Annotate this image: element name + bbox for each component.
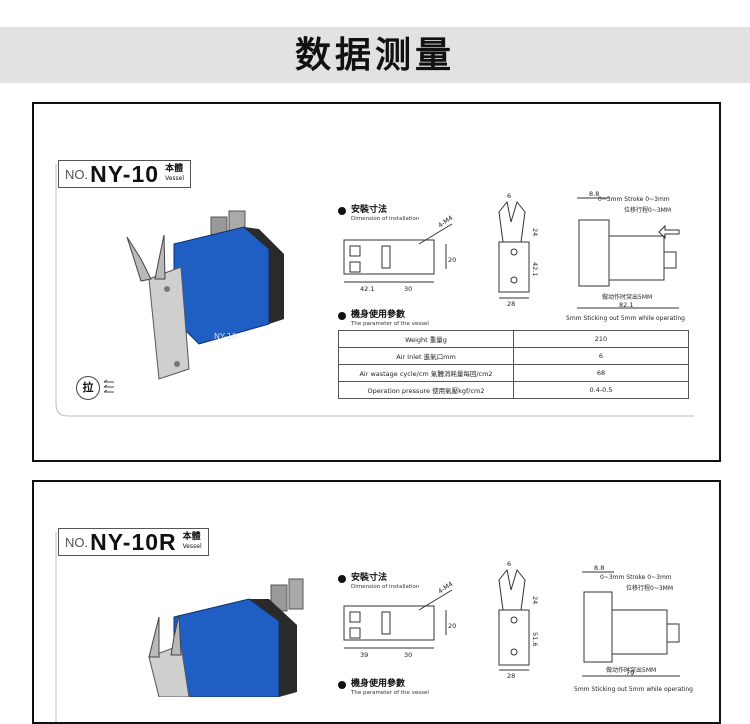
param-section-title: 機身使用參數 The parameter of the vessel [338, 309, 429, 328]
dim-vertical-2: 51.6 [531, 632, 539, 646]
dim-width-1: 39 [360, 651, 368, 659]
dim-width-2: 30 [404, 651, 412, 659]
param-label: Weight 重量g [338, 330, 514, 348]
gripper-product-image [148, 578, 304, 697]
model-sub: 本體 Vessel [165, 165, 184, 183]
table-row: Air Inlet 進氣口mm 6 [338, 347, 689, 365]
decorative-curve [55, 532, 57, 722]
page-title: 数据测量 [294, 34, 455, 76]
dim-vertical-1: 24 [531, 596, 539, 604]
dim-base: 28 [507, 300, 515, 307]
param-title-en: The parameter of the vessel [351, 690, 429, 696]
install-section-title: 安裝寸法 Dimension of installation [338, 572, 419, 591]
dim-height-1: 20 [448, 256, 456, 264]
bullet-icon [338, 681, 346, 689]
spec-card-ny-10: NO. NY-10 本體 Vessel NY-10 拉 安裝寸法 Dimensi… [32, 102, 721, 462]
model-sub: 本體 Vessel [183, 533, 202, 551]
dim-top: 6 [507, 192, 511, 200]
pull-label: 拉 [82, 381, 94, 394]
stick-cn: 做动作时突出5MM [606, 667, 657, 674]
dim-thread: 4-M4 [437, 580, 455, 596]
param-title-en: The parameter of the vessel [351, 321, 429, 327]
dim-top: 6 [507, 560, 511, 568]
front-view-drawing: 6 24 42.1 28 [498, 192, 539, 307]
model-prefix: NO. [65, 166, 89, 182]
model-name: NY-10 [90, 160, 160, 187]
param-label: Operation pressure 使用氣壓kgf/cm2 [338, 381, 514, 399]
param-section-title: 機身使用參數 The parameter of the vessel [338, 678, 429, 697]
stick-en: 5mm Sticking out 5mm while operating [566, 315, 685, 322]
title-banner: 数据测量 [0, 27, 750, 83]
dim-side-bottom: 79 [626, 669, 634, 677]
install-title-cn: 安裝寸法 [351, 573, 388, 583]
model-name: NY-10R [90, 528, 177, 555]
model-label: NO. NY-10R 本體 Vessel [58, 528, 209, 556]
param-title-cn: 機身使用參數 [351, 679, 406, 689]
param-label: Air Inlet 進氣口mm [338, 347, 514, 365]
dim-base: 28 [507, 672, 515, 680]
dim-side-top: 8.8 [589, 190, 599, 198]
install-title-en: Dimension of installation [351, 216, 420, 222]
bullet-icon [338, 312, 346, 320]
side-view-drawing: 8.8 82.1 [577, 190, 680, 309]
decorative-curve [55, 164, 694, 417]
table-row: Weight 重量g 210 [338, 330, 689, 348]
stick-cn: 做动作时突出5MM [602, 294, 653, 301]
top-view-drawing: 4-M4 39 30 20 [343, 580, 456, 659]
gripper-product-image: NY-10 [126, 210, 284, 380]
dim-vertical-2: 42.1 [531, 262, 539, 276]
stroke-text: 0~3mm Stroke 0~3mm [598, 196, 670, 203]
bullet-icon [338, 207, 346, 215]
install-section-title: 安裝寸法 Dimension of installation [338, 204, 419, 223]
stroke-cn: 位移行程0~3MM [624, 207, 672, 214]
param-value: 6 [513, 347, 689, 365]
parameter-table: Weight 重量g 210 Air Inlet 進氣口mm 6 Air was… [338, 330, 689, 399]
pull-arrows-icon [103, 379, 114, 393]
bullet-icon [338, 575, 346, 583]
dim-vertical-1: 24 [531, 228, 539, 236]
table-row: Air wastage cycle/cm 氣體消耗量每回/cm2 68 [338, 364, 689, 382]
model-cn: 本體 [165, 164, 184, 174]
dim-height-1: 20 [448, 622, 456, 630]
top-view-drawing: 4-M4 42.1 30 20 [343, 214, 456, 293]
param-value: 68 [513, 364, 689, 382]
model-en: Vessel [182, 543, 202, 550]
install-title-en: Dimension of installation [351, 584, 420, 590]
dim-side-bottom: 82.1 [619, 301, 633, 309]
param-value: 0.4-0.5 [513, 381, 689, 399]
model-prefix: NO. [65, 534, 89, 550]
install-title-cn: 安裝寸法 [351, 205, 388, 215]
param-title-cn: 機身使用參數 [351, 310, 406, 320]
param-value: 210 [513, 330, 689, 348]
front-view-drawing: 6 24 51.6 28 [498, 560, 539, 680]
model-label: NO. NY-10 本體 Vessel [58, 160, 192, 188]
table-row: Operation pressure 使用氣壓kgf/cm2 0.4-0.5 [338, 381, 689, 399]
dim-width-2: 30 [404, 285, 412, 293]
stroke-text: 0~3mm Stroke 0~3mm [600, 574, 672, 581]
pull-direction-badge: 拉 [76, 376, 100, 400]
dim-thread: 4-M4 [437, 214, 455, 230]
param-label: Air wastage cycle/cm 氣體消耗量每回/cm2 [338, 364, 514, 382]
model-cn: 本體 [182, 532, 201, 542]
spec-card-ny-10r: NO. NY-10R 本體 Vessel 安裝寸法 Dimension of i… [32, 480, 721, 724]
dim-width-1: 42.1 [360, 285, 374, 293]
stick-en: 5mm Sticking out 5mm while operating [574, 686, 693, 693]
stroke-cn: 位移行程0~3MM [626, 585, 674, 592]
product-engraving: NY-10 [214, 332, 237, 341]
dim-side-top: 8.8 [594, 564, 604, 572]
model-en: Vessel [165, 175, 185, 182]
side-view-drawing: 8.8 79 [582, 564, 680, 677]
